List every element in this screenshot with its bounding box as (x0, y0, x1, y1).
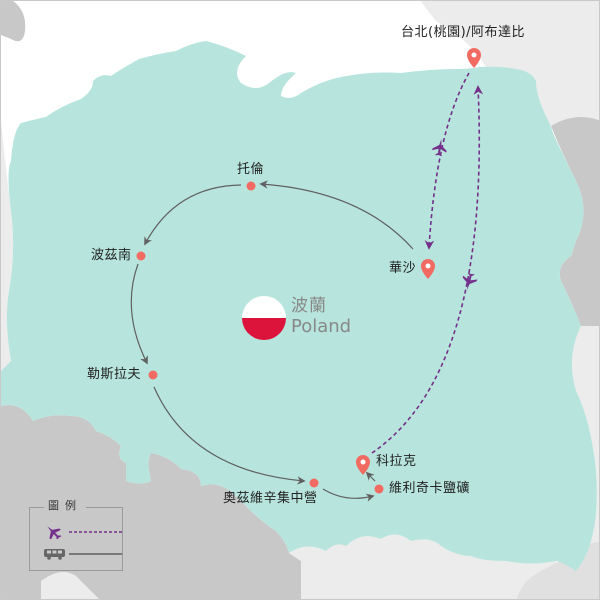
dot-oswiecim (309, 478, 319, 488)
country-name: 波蘭 Poland (291, 297, 351, 338)
city-label-wieliczka: 維利奇卡鹽礦 (389, 481, 471, 496)
pin-icon (467, 48, 481, 68)
pin-icon (356, 455, 370, 475)
city-label-oswiecim: 奧茲維辛集中營 (223, 491, 318, 506)
city-label-warsaw: 華沙 (389, 261, 417, 276)
dot-poznan (136, 251, 146, 261)
ground-routes (130, 180, 414, 502)
flight-routes (371, 72, 484, 454)
dot-torun (246, 181, 256, 191)
country-name-en: Poland (291, 316, 352, 337)
poland-land (1, 41, 597, 571)
city-label-poznan: 波茲南 (91, 248, 132, 263)
legend: 圖例 (29, 499, 123, 571)
dot-wieliczka (374, 484, 384, 494)
bus-icon (44, 549, 65, 560)
country-name-zh: 波蘭 (291, 296, 327, 316)
dot-wroclaw (148, 370, 158, 380)
legend-title: 圖例 (44, 499, 86, 513)
city-label-krakow: 科拉克 (376, 454, 417, 469)
city-label-wroclaw: 勒斯拉夫 (87, 367, 142, 382)
airplane-icon (47, 526, 62, 539)
poland-flag-icon (242, 296, 286, 340)
pin-icon (421, 259, 435, 279)
city-label-torun: 托倫 (237, 162, 265, 177)
city-markers (136, 181, 384, 494)
city-label-taipei-abudhabi: 台北(桃園)/阿布達比 (401, 25, 526, 40)
